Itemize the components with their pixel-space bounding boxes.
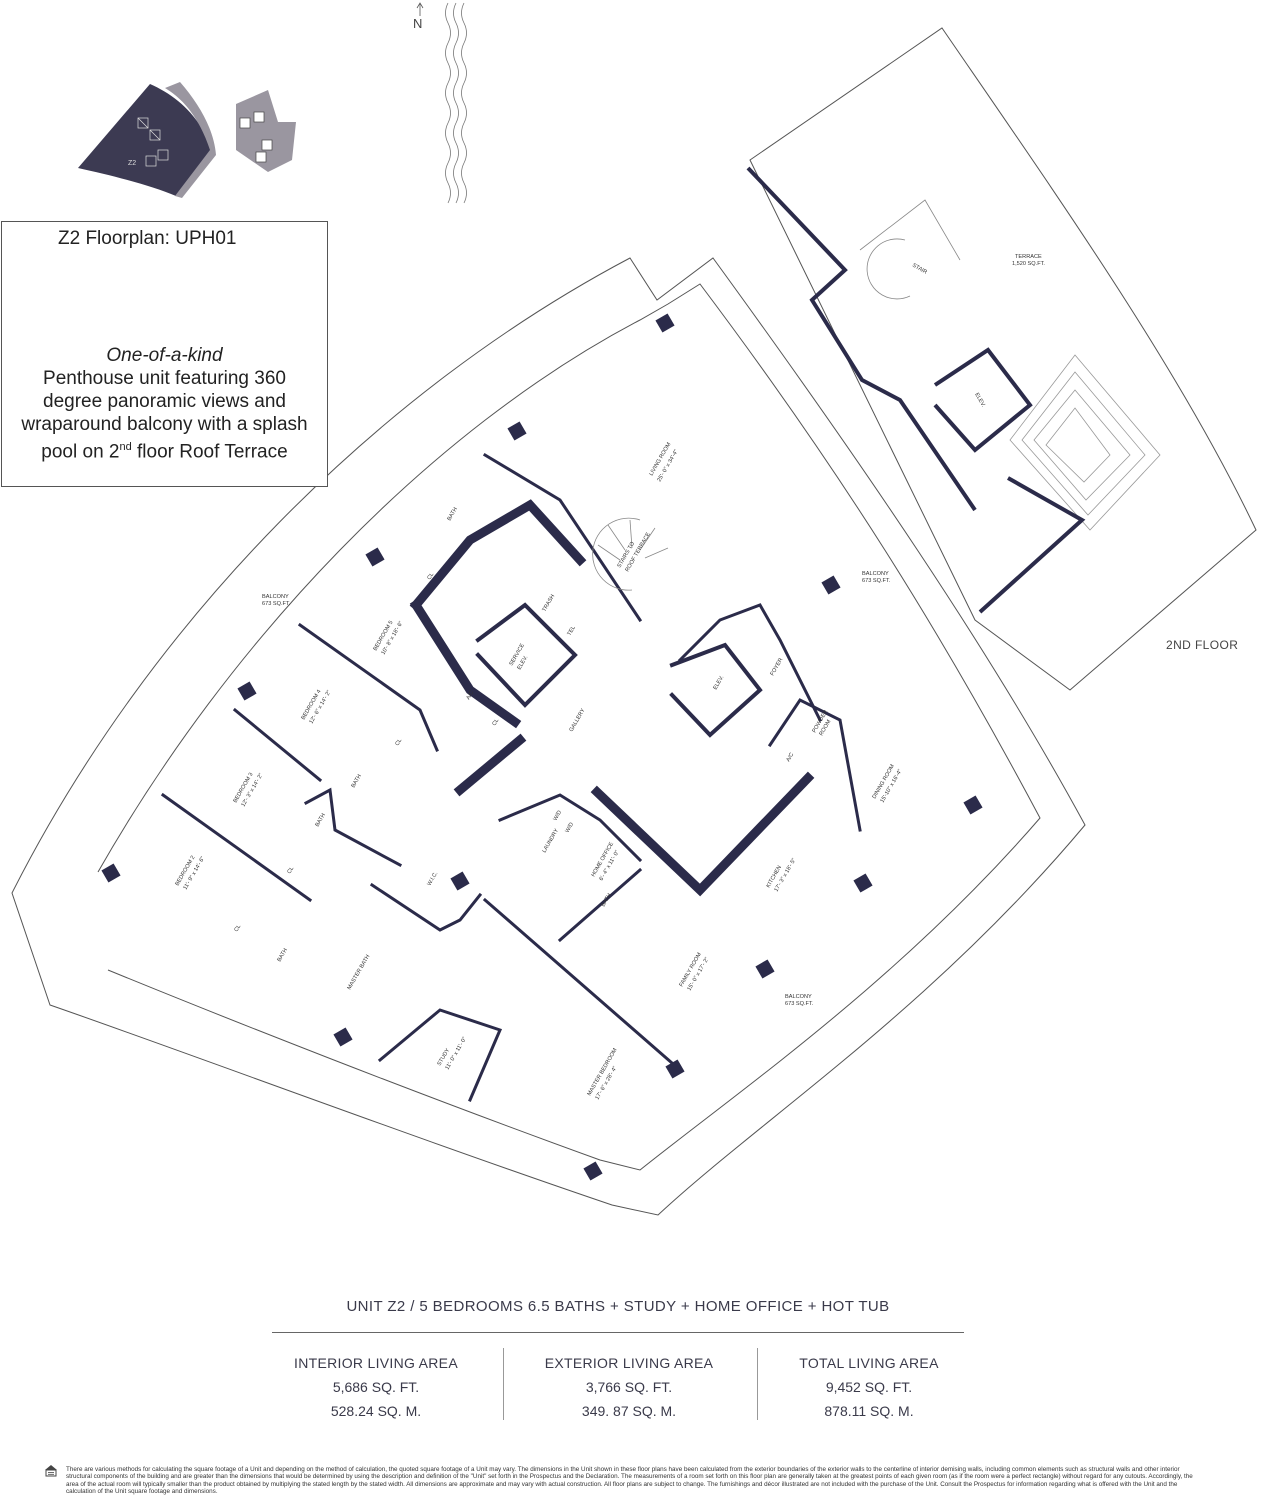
balcony-area-west: 673 SQ.FT. <box>262 601 291 607</box>
terrace-area: 1,520 SQ.FT. <box>1012 261 1045 267</box>
cl-label-5: CL <box>234 924 243 933</box>
spiral-stair-icon <box>592 517 669 591</box>
balcony-outline <box>11 257 1086 1216</box>
info-description-sup: nd <box>119 441 132 453</box>
exterior-sqm: 349. 87 SQ. M. <box>581 1403 677 1419</box>
waterline-icon <box>445 2 467 204</box>
info-title: Z2 Floorplan: UPH01 <box>58 228 237 249</box>
cl-label-3: CL <box>395 738 404 747</box>
bath-label-1: BATH <box>447 506 459 522</box>
bath-label-2: BATH <box>351 773 363 789</box>
stair-2nd-icon <box>866 238 911 300</box>
master-bath-label: MASTER BATH <box>347 954 372 991</box>
hot-tub-icon <box>1009 354 1161 531</box>
tel-label: TEL <box>567 625 577 637</box>
keyplan-icon: Z2 <box>78 82 296 198</box>
wic-label: W.I.C. <box>427 870 440 887</box>
unit-title: UNIT Z2 / 5 BEDROOMS 6.5 BATHS + STUDY +… <box>346 1298 890 1315</box>
keyplan-unit-tag: Z2 <box>128 160 136 167</box>
stair-label: STAIR <box>911 263 928 276</box>
elev-label: ELEV. <box>713 674 726 691</box>
info-box: Z2 Floorplan: UPH01 One-of-a-kind Pentho… <box>1 221 328 487</box>
interior-sqm: 528.24 SQ. M. <box>330 1403 422 1419</box>
ac-label-2: A/C <box>786 752 796 763</box>
terrace-label: TERRACE <box>1015 254 1042 260</box>
balcony-area-east: 673 SQ.FT. <box>862 578 891 584</box>
exterior-area: EXTERIOR LIVING AREA 3,766 SQ. FT. 349. … <box>504 1351 754 1423</box>
balcony-label-south: BALCONY <box>785 994 812 1000</box>
info-tagline: One-of-a-kind <box>106 345 223 366</box>
cl-label-2: CL <box>492 718 501 727</box>
trash-label: TRASH <box>542 594 557 613</box>
cl-label-1: CL <box>427 572 436 581</box>
info-description-end: floor Roof Terrace <box>131 441 288 463</box>
structural-columns <box>101 313 983 1181</box>
gallery-label: GALLERY <box>569 708 587 733</box>
interior-walls <box>160 452 862 1102</box>
bath-label-4: BATH <box>277 947 289 963</box>
area-separator-2 <box>757 1348 758 1420</box>
info-description: One-of-a-kind Penthouse unit featuring 3… <box>12 344 317 463</box>
second-floor-outline <box>746 27 1257 691</box>
summary-divider <box>272 1332 964 1333</box>
exterior-sqft: 3,766 SQ. FT. <box>585 1379 673 1395</box>
north-arrow-icon <box>416 2 424 16</box>
total-sqm: 878.11 SQ. M. <box>824 1403 914 1419</box>
second-floor-label: 2ND FLOOR <box>1166 638 1239 652</box>
laundry-label: LAUNDRY <box>542 828 561 854</box>
wd-label-1: W/D <box>553 810 564 822</box>
wd-label-2: W/D <box>565 822 576 834</box>
bath-label-5: BATH <box>601 892 613 908</box>
balcony-label-east: BALCONY <box>862 571 889 577</box>
balcony-area-south: 673 SQ.FT. <box>785 1001 814 1007</box>
foyer-label: FOYER <box>770 657 785 677</box>
ac-label-1: A/C <box>466 690 476 701</box>
total-area: TOTAL LIVING AREA 9,452 SQ. FT. 878.11 S… <box>744 1351 994 1423</box>
area-separator-1 <box>503 1348 504 1420</box>
info-description-text: Penthouse unit featuring 360 degree pano… <box>21 368 308 463</box>
interior-sqft: 5,686 SQ. FT. <box>332 1379 420 1395</box>
total-heading: TOTAL LIVING AREA <box>799 1355 939 1371</box>
interior-area: INTERIOR LIVING AREA 5,686 SQ. FT. 528.2… <box>251 1351 501 1423</box>
total-sqft: 9,452 SQ. FT. <box>825 1379 913 1395</box>
exterior-heading: EXTERIOR LIVING AREA <box>544 1355 714 1371</box>
disclaimer-text: There are various methods for calculatin… <box>66 1466 1193 1496</box>
balcony-label-west: BALCONY <box>262 594 289 600</box>
north-label: N <box>413 16 422 31</box>
equal-housing-icon <box>45 1465 57 1477</box>
elev-2nd-label: ELEV. <box>973 392 986 409</box>
interior-heading: INTERIOR LIVING AREA <box>294 1355 458 1371</box>
bath-label-3: BATH <box>315 812 327 828</box>
cl-label-4: CL <box>287 866 296 875</box>
